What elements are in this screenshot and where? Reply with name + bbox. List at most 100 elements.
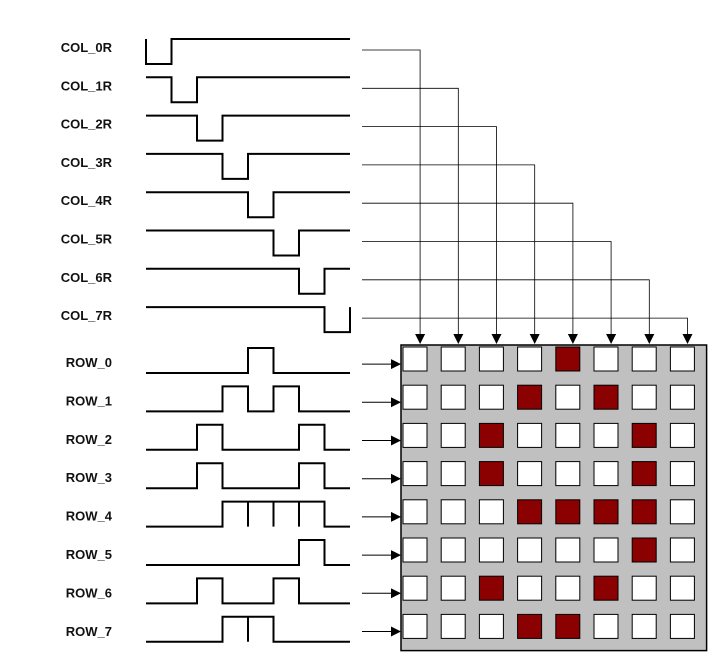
led-cell-unlit — [669, 422, 695, 448]
row-signal-label: ROW_2 — [66, 432, 112, 447]
col-waveform — [146, 76, 350, 104]
row-signal-label: ROW_5 — [66, 547, 112, 562]
column-signals: COL_0RCOL_1RCOL_2RCOL_3RCOL_4RCOL_5RCOL_… — [61, 38, 351, 334]
col-signal-4: COL_4R — [61, 191, 350, 219]
row-connectors — [362, 359, 401, 637]
led-cell-unlit — [478, 499, 504, 525]
led-matrix — [400, 344, 708, 652]
row-signal-label: ROW_0 — [66, 355, 112, 370]
led-cell-unlit — [593, 461, 619, 487]
col-connector-0 — [362, 49, 426, 344]
led-cell-unlit — [517, 575, 543, 601]
led-cell-unlit — [478, 613, 504, 639]
led-cell-unlit — [593, 422, 619, 448]
col-signal-1: COL_1R — [61, 76, 350, 104]
row-waveform — [146, 577, 350, 605]
led-cell-unlit — [440, 346, 466, 372]
col-connector-7 — [362, 317, 693, 344]
led-cell-lit — [631, 422, 657, 448]
led-cell-unlit — [555, 537, 581, 563]
led-cell-unlit — [402, 575, 428, 601]
col-signal-label: COL_4R — [61, 193, 113, 208]
row-signal-1: ROW_1 — [66, 385, 350, 413]
row-signal-0: ROW_0 — [66, 347, 350, 374]
row-signal-2: ROW_2 — [66, 423, 350, 451]
led-cell-lit — [517, 499, 543, 525]
row-waveform — [146, 347, 350, 374]
led-cell-unlit — [517, 346, 543, 372]
col-signal-6: COL_6R — [61, 267, 350, 295]
led-cell-lit — [555, 499, 581, 525]
row-signal-label: ROW_6 — [66, 585, 112, 600]
col-connector-4 — [362, 202, 578, 344]
led-cell-unlit — [517, 422, 543, 448]
led-cell-lit — [517, 613, 543, 639]
led-cell-lit — [593, 384, 619, 410]
row-signal-label: ROW_1 — [66, 393, 112, 408]
led-cell-unlit — [402, 461, 428, 487]
row-waveform — [146, 462, 350, 490]
led-cell-lit — [478, 575, 504, 601]
led-cell-unlit — [669, 461, 695, 487]
led-cell-unlit — [669, 499, 695, 525]
led-cell-unlit — [631, 384, 657, 410]
led-cell-lit — [631, 499, 657, 525]
led-cell-unlit — [402, 613, 428, 639]
led-cell-lit — [517, 384, 543, 410]
row-waveform — [146, 423, 350, 451]
row-waveform — [146, 615, 350, 643]
row-signal-4: ROW_4 — [66, 500, 350, 528]
col-connector-1 — [362, 87, 464, 344]
col-waveform — [146, 152, 350, 180]
led-cell-unlit — [517, 537, 543, 563]
col-signal-5: COL_5R — [61, 229, 350, 257]
led-cell-unlit — [478, 537, 504, 563]
led-cell-unlit — [555, 384, 581, 410]
led-cell-lit — [593, 499, 619, 525]
col-signal-label: COL_5R — [61, 232, 113, 247]
row-signal-7: ROW_7 — [66, 615, 350, 643]
led-cell-lit — [555, 613, 581, 639]
row-signal-5: ROW_5 — [66, 539, 350, 566]
led-cell-unlit — [631, 575, 657, 601]
led-cell-unlit — [402, 499, 428, 525]
column-connectors — [362, 49, 693, 344]
row-waveform — [146, 500, 350, 528]
led-cell-unlit — [669, 384, 695, 410]
col-signal-label: COL_7R — [61, 308, 113, 323]
col-signal-label: COL_3R — [61, 155, 113, 170]
led-cell-lit — [478, 461, 504, 487]
col-signal-label: COL_0R — [61, 40, 113, 55]
led-cell-unlit — [478, 384, 504, 410]
led-cell-unlit — [555, 461, 581, 487]
col-signal-label: COL_6R — [61, 270, 113, 285]
col-waveform — [146, 267, 350, 295]
row-signal-label: ROW_3 — [66, 470, 112, 485]
row-signal-6: ROW_6 — [66, 577, 350, 605]
col-connector-2 — [362, 126, 502, 344]
col-signal-label: COL_1R — [61, 78, 113, 93]
row-waveform — [146, 539, 350, 566]
col-waveform — [146, 114, 350, 142]
col-waveform — [146, 191, 350, 219]
led-cell-unlit — [669, 346, 695, 372]
col-connector-3 — [362, 164, 540, 344]
row-signal-label: ROW_4 — [66, 509, 113, 524]
led-cell-unlit — [402, 384, 428, 410]
led-cell-unlit — [669, 537, 695, 563]
led-cell-unlit — [517, 461, 543, 487]
led-cell-unlit — [402, 537, 428, 563]
col-signal-0: COL_0R — [61, 38, 350, 65]
led-cell-unlit — [593, 537, 619, 563]
led-cell-lit — [631, 537, 657, 563]
col-waveform — [145, 38, 350, 65]
led-cell-unlit — [669, 613, 695, 639]
col-signal-7: COL_7R — [61, 306, 351, 334]
led-cell-unlit — [440, 613, 466, 639]
led-cell-unlit — [593, 613, 619, 639]
led-cell-unlit — [631, 613, 657, 639]
led-cell-lit — [478, 422, 504, 448]
led-cell-lit — [593, 575, 619, 601]
